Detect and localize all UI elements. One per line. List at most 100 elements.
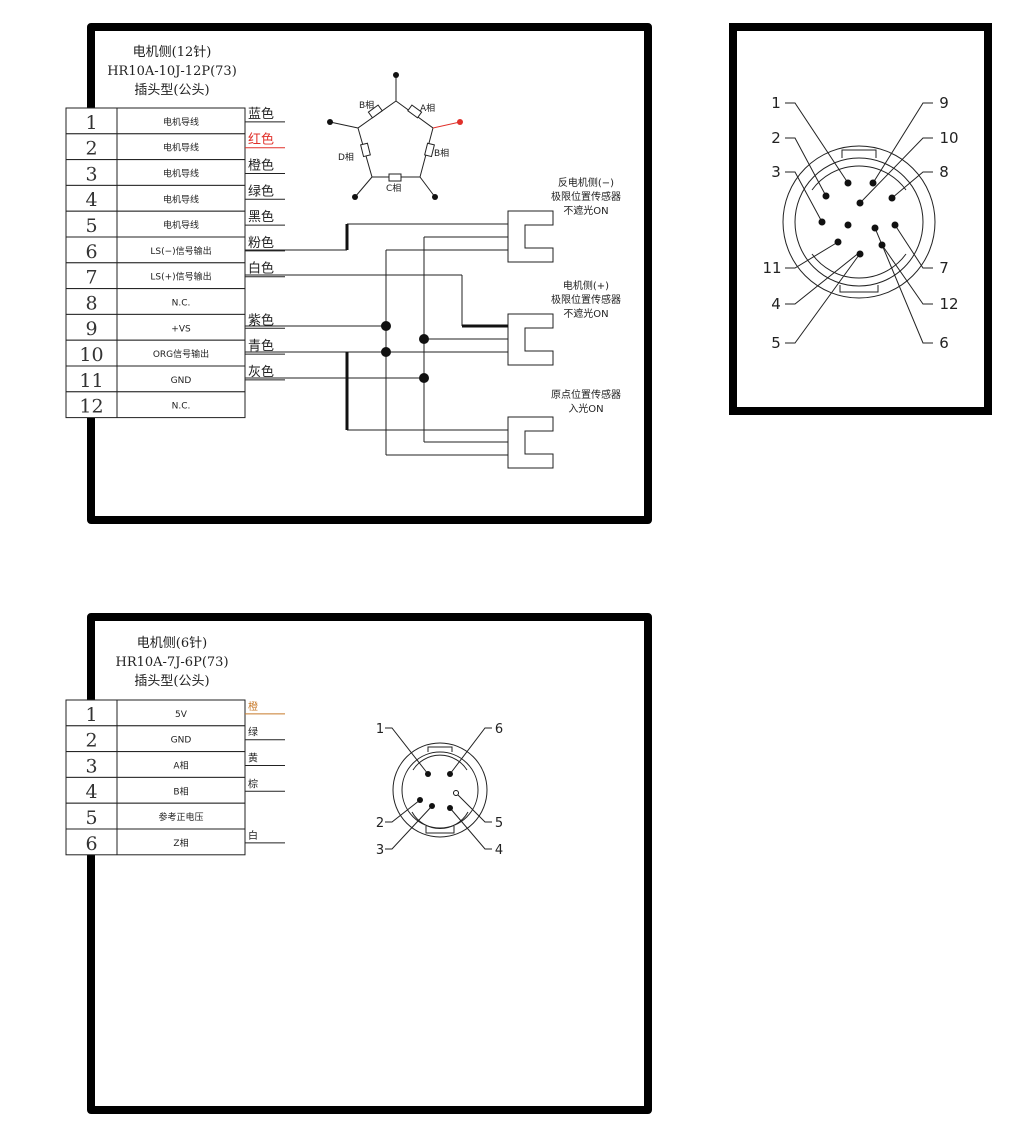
sensor-origin-label-2: 入光ON [568, 402, 603, 415]
pin6-label-1: 1 [376, 722, 384, 737]
junction-dots [381, 321, 429, 383]
pin-function: 电机导线 [163, 193, 199, 205]
pin-number: 12 [79, 396, 103, 418]
frame-6pin [87, 613, 652, 1114]
wire-color-label: 绿色 [248, 183, 274, 199]
pin-function: B相 [173, 785, 188, 797]
pin6-label-5: 5 [495, 816, 503, 831]
connector6-title-line2: HR10A-7J-6P(73) [115, 655, 228, 670]
pin12-label-7: 7 [939, 259, 949, 277]
pin-row [65, 802, 246, 830]
sensor-origin [507, 416, 554, 469]
wire-color-label: 橙 [248, 700, 258, 713]
pin-function: N.C. [172, 299, 191, 309]
pin-function: 电机导线 [163, 168, 199, 180]
pin-function: 电机导线 [163, 142, 199, 154]
wire-color-label: 红色 [248, 132, 274, 148]
wire-color-label: 青色 [248, 338, 274, 354]
connector12-title-line1: 电机侧(12针) [133, 45, 212, 60]
pin-number: 3 [85, 163, 97, 185]
pin-row [65, 751, 246, 778]
sensor-positive-limit [507, 313, 554, 366]
pin6-label-3: 3 [376, 843, 384, 858]
pin-number: 2 [85, 730, 97, 752]
pin-row [65, 339, 246, 367]
connector12-title-line3: 插头型(公头) [134, 83, 209, 98]
wire-color-label: 粉色 [248, 235, 274, 251]
pin-number: 2 [85, 138, 97, 160]
frame-pinout-12 [729, 23, 992, 415]
connector12-title: 电机侧(12针) HR10A-10J-12P(73) 插头型(公头) [107, 45, 237, 98]
pin12-label-5: 5 [771, 334, 781, 352]
pinout-6-contacts [417, 771, 459, 811]
connector12-title-line2: HR10A-10J-12P(73) [107, 64, 237, 79]
pin12-label-4: 4 [771, 295, 781, 313]
pin-row [65, 391, 246, 419]
pin-row [65, 159, 246, 186]
wire-color-label: 白 [248, 829, 258, 842]
sensor-negative-label-3: 不遮光ON [563, 204, 608, 217]
pin6-label-4: 4 [495, 843, 503, 858]
wire-color-label: 绿 [248, 726, 258, 739]
sensor-negative-label-1: 反电机侧(−) [558, 176, 614, 189]
phase-label-d: D相 [338, 151, 354, 163]
phase-label-a: A相 [420, 102, 435, 114]
motor-terminals [327, 72, 463, 200]
pin-function: GND [171, 736, 192, 746]
sensor-positive-label-3: 不遮光ON [563, 307, 608, 320]
sensor-negative-label-2: 极限位置传感器 [551, 190, 621, 203]
pin-function: Z相 [173, 837, 188, 849]
pin-number: 9 [85, 318, 97, 340]
pin-row [65, 133, 246, 161]
pin12-label-3: 3 [771, 163, 781, 181]
pin-number: 8 [85, 292, 97, 314]
sensor-positive-label-1: 电机侧(+) [563, 279, 609, 292]
wire-color-label: 紫色 [248, 312, 274, 328]
sensor-positive-label-2: 极限位置传感器 [551, 293, 621, 306]
pin-row [65, 313, 246, 341]
connector6-title-line3: 插头型(公头) [134, 674, 209, 689]
pin-function: 电机导线 [163, 219, 199, 231]
phase-labels: A相 B相 C相 D相 B相 [338, 99, 449, 194]
pin-function: 5V [175, 710, 188, 720]
pin-function: GND [171, 376, 192, 386]
pinout-12 [782, 102, 936, 344]
pin-row [65, 288, 246, 315]
wire-color-label: 橙色 [248, 158, 274, 174]
pin12-label-2: 2 [771, 129, 781, 147]
pin12-label-8: 8 [939, 163, 949, 181]
pin-number: 7 [85, 267, 97, 289]
phase-label-c: C相 [386, 182, 401, 194]
pinout-12-labels: 1 2 3 11 4 5 9 10 8 7 12 6 [762, 94, 958, 352]
phase-label-b-top: B相 [359, 99, 374, 111]
pinout-12-contacts [818, 179, 899, 258]
pin-number: 3 [85, 755, 97, 777]
pin12-label-10: 10 [939, 129, 958, 147]
wire-color-label: 棕 [248, 777, 258, 790]
pin12-label-11: 11 [762, 259, 781, 277]
pin-function: LS(+)信号输出 [150, 271, 211, 283]
wire-color-label: 灰色 [248, 364, 274, 380]
pin6-label-6: 6 [495, 722, 503, 737]
sensor-wiring-bold [345, 224, 508, 430]
pin-number: 6 [85, 833, 97, 855]
wire-color-label: 白色 [248, 261, 274, 277]
pin-function: 参考正电压 [158, 811, 203, 823]
sensor-labels: 反电机侧(−) 极限位置传感器 不遮光ON 电机侧(+) 极限位置传感器 不遮光… [551, 176, 621, 415]
pin-function: ORG信号输出 [153, 348, 209, 360]
frame-12pin [87, 23, 652, 524]
pin-number: 4 [85, 189, 97, 211]
pin12-label-1: 1 [771, 94, 781, 112]
pin-row [65, 828, 246, 856]
pin12-label-6: 6 [939, 334, 949, 352]
pin-number: 5 [85, 807, 97, 829]
pin-number: 10 [79, 344, 103, 366]
pin-number: 6 [85, 241, 97, 263]
pin12-label-9: 9 [939, 94, 949, 112]
pin12-label-12: 12 [939, 295, 958, 313]
pin-function: N.C. [172, 402, 191, 412]
wire-color-label: 黄 [248, 752, 258, 765]
